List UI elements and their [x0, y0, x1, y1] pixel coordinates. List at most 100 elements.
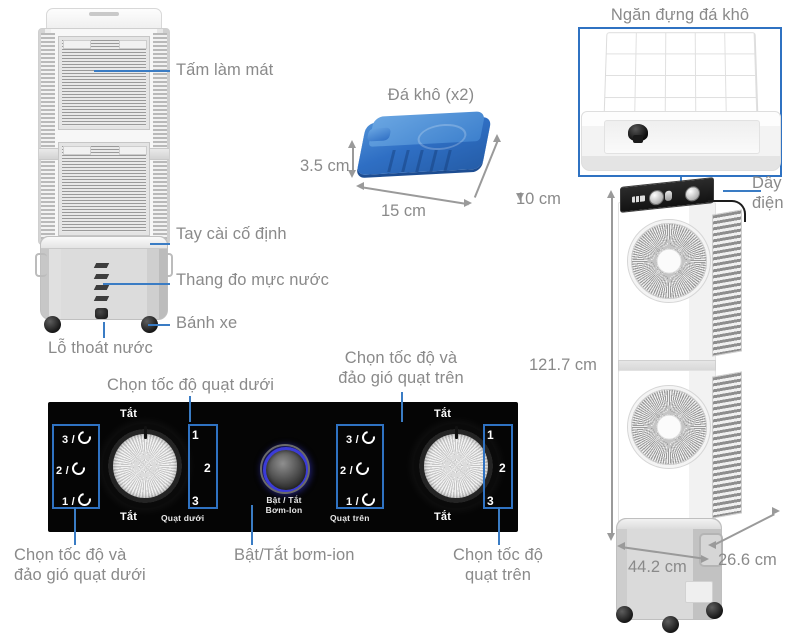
leader-line-upper-fan-speed [498, 507, 500, 545]
cooling-pad-upper [58, 36, 150, 130]
highlight-box-left-speed [188, 424, 218, 509]
unit-knob-left[interactable] [649, 189, 664, 206]
callout-select-lower-speed-swing: Chọn tốc độ và đảo gió quạt dưới [14, 546, 146, 584]
swing-icon [359, 490, 378, 509]
pad-clip [119, 40, 147, 49]
callout-cooling-pad: Tấm làm mát [176, 61, 274, 79]
dimension-arrow-ice-height [352, 146, 354, 172]
callout-ion-pump-toggle: Bật/Tắt bơm-ion [234, 546, 355, 564]
unit-knob-right[interactable] [685, 185, 700, 203]
side-vent-upper [712, 209, 742, 357]
arrowhead-up [348, 140, 356, 148]
cooling-pad-lower [58, 142, 150, 236]
side-vent-left [41, 33, 55, 239]
callout-fixing-handle: Tay cài cố định [176, 225, 287, 243]
left-swing-3: 3 / [62, 428, 94, 447]
ion-pump-button[interactable] [260, 444, 310, 494]
water-level-mark [93, 285, 110, 290]
pad-clip [63, 40, 91, 49]
fan-lower [627, 385, 711, 469]
highlight-box-ice-compartment [578, 27, 782, 177]
unit-ion-button[interactable] [665, 190, 672, 202]
dimension-ice-height: 3.5 cm [300, 157, 350, 175]
right-dial-caption: Quạt trên [330, 513, 370, 523]
compartment-lid [603, 32, 759, 120]
right-swing-1: 1 / [346, 490, 378, 509]
water-level-mark [93, 263, 110, 268]
left-speed-3: 3 [192, 494, 199, 508]
dimension-unit-depth: 26.6 cm [718, 551, 777, 569]
right-dial-pointer [454, 426, 458, 439]
callout-water-level-gauge: Thang đo mực nước [176, 271, 329, 289]
tank-handle-left [35, 253, 47, 277]
tray-float-knob [628, 124, 648, 143]
leader-line-power-cord [723, 190, 761, 192]
cooler-rear-view-illustration [35, 8, 173, 338]
leader-line-wheel [148, 324, 170, 326]
swing-icon [75, 490, 94, 509]
right-speed-1: 1 [487, 428, 494, 442]
brand-logo-icon [632, 195, 645, 203]
arrowhead-left [356, 182, 364, 190]
highlight-box-left-swing [52, 424, 100, 509]
dimension-arrow-unit-height [611, 196, 613, 536]
unit-caster-front [662, 616, 679, 633]
ice-compartment-illustration [579, 27, 781, 177]
leader-line-drain-hole [103, 322, 105, 338]
arrowhead-right [701, 555, 709, 563]
highlight-box-right-swing [336, 424, 384, 509]
arrowhead-right [464, 199, 472, 207]
cooler-front-view-illustration [612, 177, 752, 633]
right-dial-off-top: Tắt [434, 408, 452, 420]
dimension-ice-width: 15 cm [381, 202, 426, 220]
label-ice-pack-title: Đá khô (x2) [387, 86, 475, 104]
arrowhead-up [607, 190, 615, 198]
power-cord-illustration [708, 200, 746, 222]
left-speed-1: 1 [192, 428, 199, 442]
ion-button-label-line2: Bơm-Ion [265, 505, 303, 515]
fan-upper [627, 219, 711, 303]
water-level-mark [93, 296, 110, 301]
leader-line-lower-fan-speed [189, 396, 191, 422]
callout-wheel: Bánh xe [176, 314, 238, 332]
ion-button-label-line1: Bật / Tắt [266, 495, 302, 505]
pad-clip [63, 146, 91, 155]
left-dial-off-bottom: Tắt [120, 511, 138, 523]
leader-line-ion-toggle [251, 505, 253, 545]
arrowhead-down [516, 193, 524, 201]
arrowhead-down [607, 533, 615, 541]
unit-caster-rear-left [616, 606, 633, 623]
callout-drain-hole: Lỗ thoát nước [48, 339, 153, 357]
side-vent-right [153, 33, 167, 239]
right-dial-off-bottom: Tắt [434, 511, 452, 523]
dimension-ice-depth: 10 cm [516, 190, 561, 208]
right-speed-2: 2 [499, 461, 506, 475]
label-ice-compartment: Ngăn đựng đá khô [610, 6, 750, 24]
leader-line-upper-speed-swing [401, 392, 403, 422]
pad-clip [119, 146, 147, 155]
left-dial-pointer [143, 426, 147, 439]
arrowhead-left [617, 542, 625, 550]
callout-select-lower-fan-speed: Chọn tốc độ quạt dưới [107, 376, 275, 394]
right-speed-3: 3 [487, 494, 494, 508]
swing-icon [359, 428, 378, 447]
callout-select-upper-fan-speed: Chọn tốc độ quạt trên [452, 546, 544, 584]
compartment-tray [581, 111, 781, 171]
left-speed-2: 2 [204, 461, 211, 475]
dimension-unit-width: 44.2 cm [628, 558, 687, 576]
control-panel-photo[interactable]: Tắt Tắt Quạt dưới 3 / 2 / 1 / 1 2 3 Bật … [48, 402, 518, 532]
cooler-body [38, 28, 170, 245]
ion-button-ring [260, 444, 310, 494]
tank-lip [41, 237, 167, 249]
arrowhead-left [708, 541, 716, 549]
right-dial-face [424, 434, 488, 498]
product-diagram: Tấm làm mát Tay cài cố định Thang đo mực… [0, 0, 800, 600]
left-speed-dial[interactable] [103, 424, 187, 508]
arrowhead-down [348, 170, 356, 178]
left-swing-2: 2 / [56, 459, 88, 478]
dimension-unit-height: 121.7 cm [529, 356, 597, 374]
water-tank [35, 236, 173, 320]
arrowhead-right [772, 507, 780, 515]
side-vent-lower [712, 371, 742, 519]
callout-select-upper-speed-swing: Chọn tốc độ và đảo gió quạt trên [338, 349, 464, 387]
